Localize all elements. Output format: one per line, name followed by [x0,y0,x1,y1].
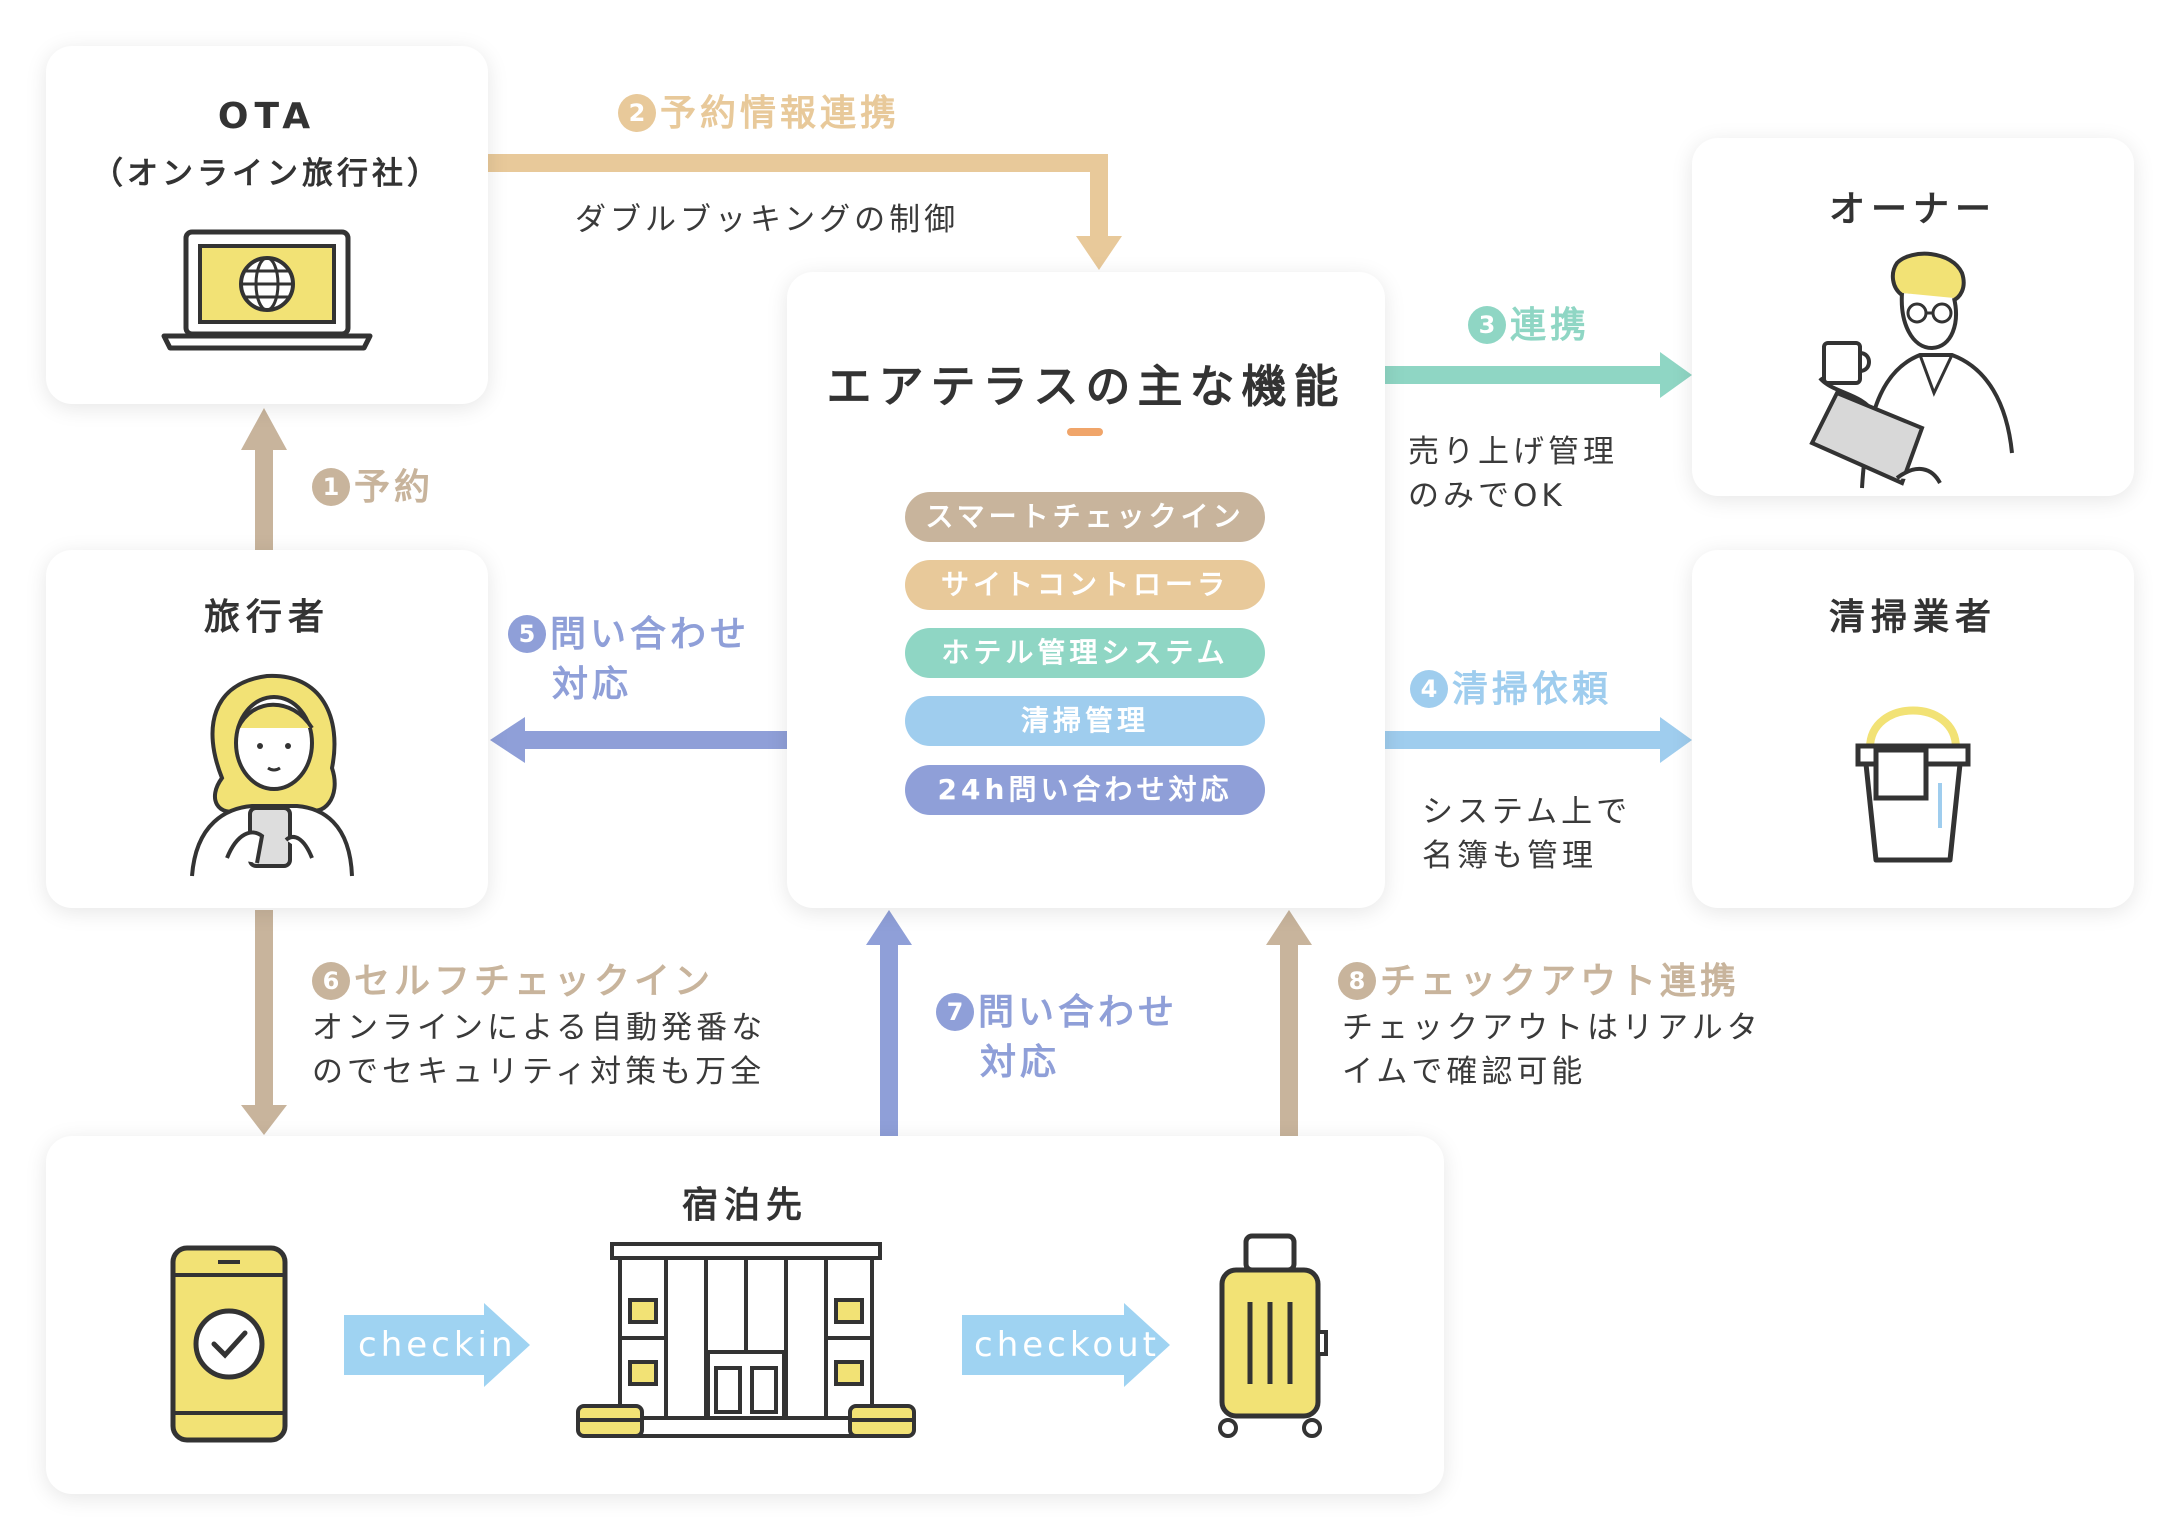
center-title: エアテラスの主な機能 [826,360,1346,413]
checkin-flow-arrow: checkin [344,1303,530,1387]
arrow-inquiry-lodging [866,910,912,1136]
step4-number-badge: 4 [1410,670,1448,708]
step8-text: チェックアウト連携 [1380,961,1741,1002]
step8-note: チェックアウトはリアルタ イムで確認可能 [1342,1010,1762,1090]
step3-number-badge: 3 [1468,306,1506,344]
checkout-label: checkout [974,1325,1161,1365]
step5-number-badge: 5 [508,615,546,653]
ota-title: OTA [217,96,317,137]
step6-note: オンラインによる自動発番な のでセキュリティ対策も万全 [312,1010,767,1090]
cleaner-box: 清掃業者 [1692,550,2134,908]
feature-cleaning-management: 清掃管理 [905,696,1265,746]
step2-note: ダブルブッキングの制御 [575,202,960,238]
arrow-inquiry-traveler [490,717,787,763]
arrow-reservation-linkage [488,154,1122,270]
traveler-box: 旅行者 [46,550,488,908]
arrow-self-checkin [241,910,287,1135]
traveler-title: 旅行者 [203,597,330,638]
step2-number-badge: 2 [618,94,656,132]
laptop-globe-icon [161,229,373,351]
arrow-owner-linkage [1385,352,1692,398]
building-icon [576,1242,916,1438]
step5-text: 問い合わせ [550,614,751,655]
owner-box: オーナー [1692,138,2134,496]
step7-text: 問い合わせ [978,992,1179,1033]
ota-subtitle: （オンライン旅行社） [92,156,442,192]
step4-note: システム上で 名簿も管理 [1422,794,1632,874]
title-underline-accent [1067,428,1103,436]
woman-with-phone-illustration [190,673,354,877]
checkin-label: checkin [358,1325,517,1365]
step3-note: 売り上げ管理 のみでOK [1408,434,1618,514]
step5-text-line2: 対応 [552,664,633,705]
feature-24h-inquiry: 24h問い合わせ対応 [905,765,1265,815]
step4-text: 清掃依頼 [1452,669,1613,710]
step6-number-badge: 6 [312,962,350,1000]
step3-text: 連携 [1510,305,1591,346]
feature-smart-checkin: スマートチェックイン [905,492,1265,542]
arrow-cleaning-request [1385,717,1692,763]
checkout-flow-arrow: checkout [962,1303,1170,1387]
feature-site-controller: サイトコントローラ [905,560,1265,610]
arrow-checkout-linkage [1266,910,1312,1136]
step6-text: セルフチェックイン [354,961,715,1002]
smartphone-check-icon [170,1245,288,1443]
man-with-coffee-and-tablet-illustration [1809,251,2014,489]
step7-number-badge: 7 [936,993,974,1031]
step1-text: 予約 [354,467,435,508]
cleaner-title: 清掃業者 [1828,597,1997,638]
arrow-reservation [241,408,287,550]
suitcase-icon [1218,1233,1328,1438]
lodging-title: 宿泊先 [681,1185,808,1226]
feature-hotel-management: ホテル管理システム [905,628,1265,678]
bucket-icon [1855,706,1971,863]
step1-number-badge: 1 [312,468,350,506]
ota-box: OTA （オンライン旅行社） [46,46,488,404]
owner-title: オーナー [1828,189,1997,230]
step7-text-line2: 対応 [980,1042,1061,1083]
step8-number-badge: 8 [1338,962,1376,1000]
step2-text: 予約情報連携 [660,93,901,134]
